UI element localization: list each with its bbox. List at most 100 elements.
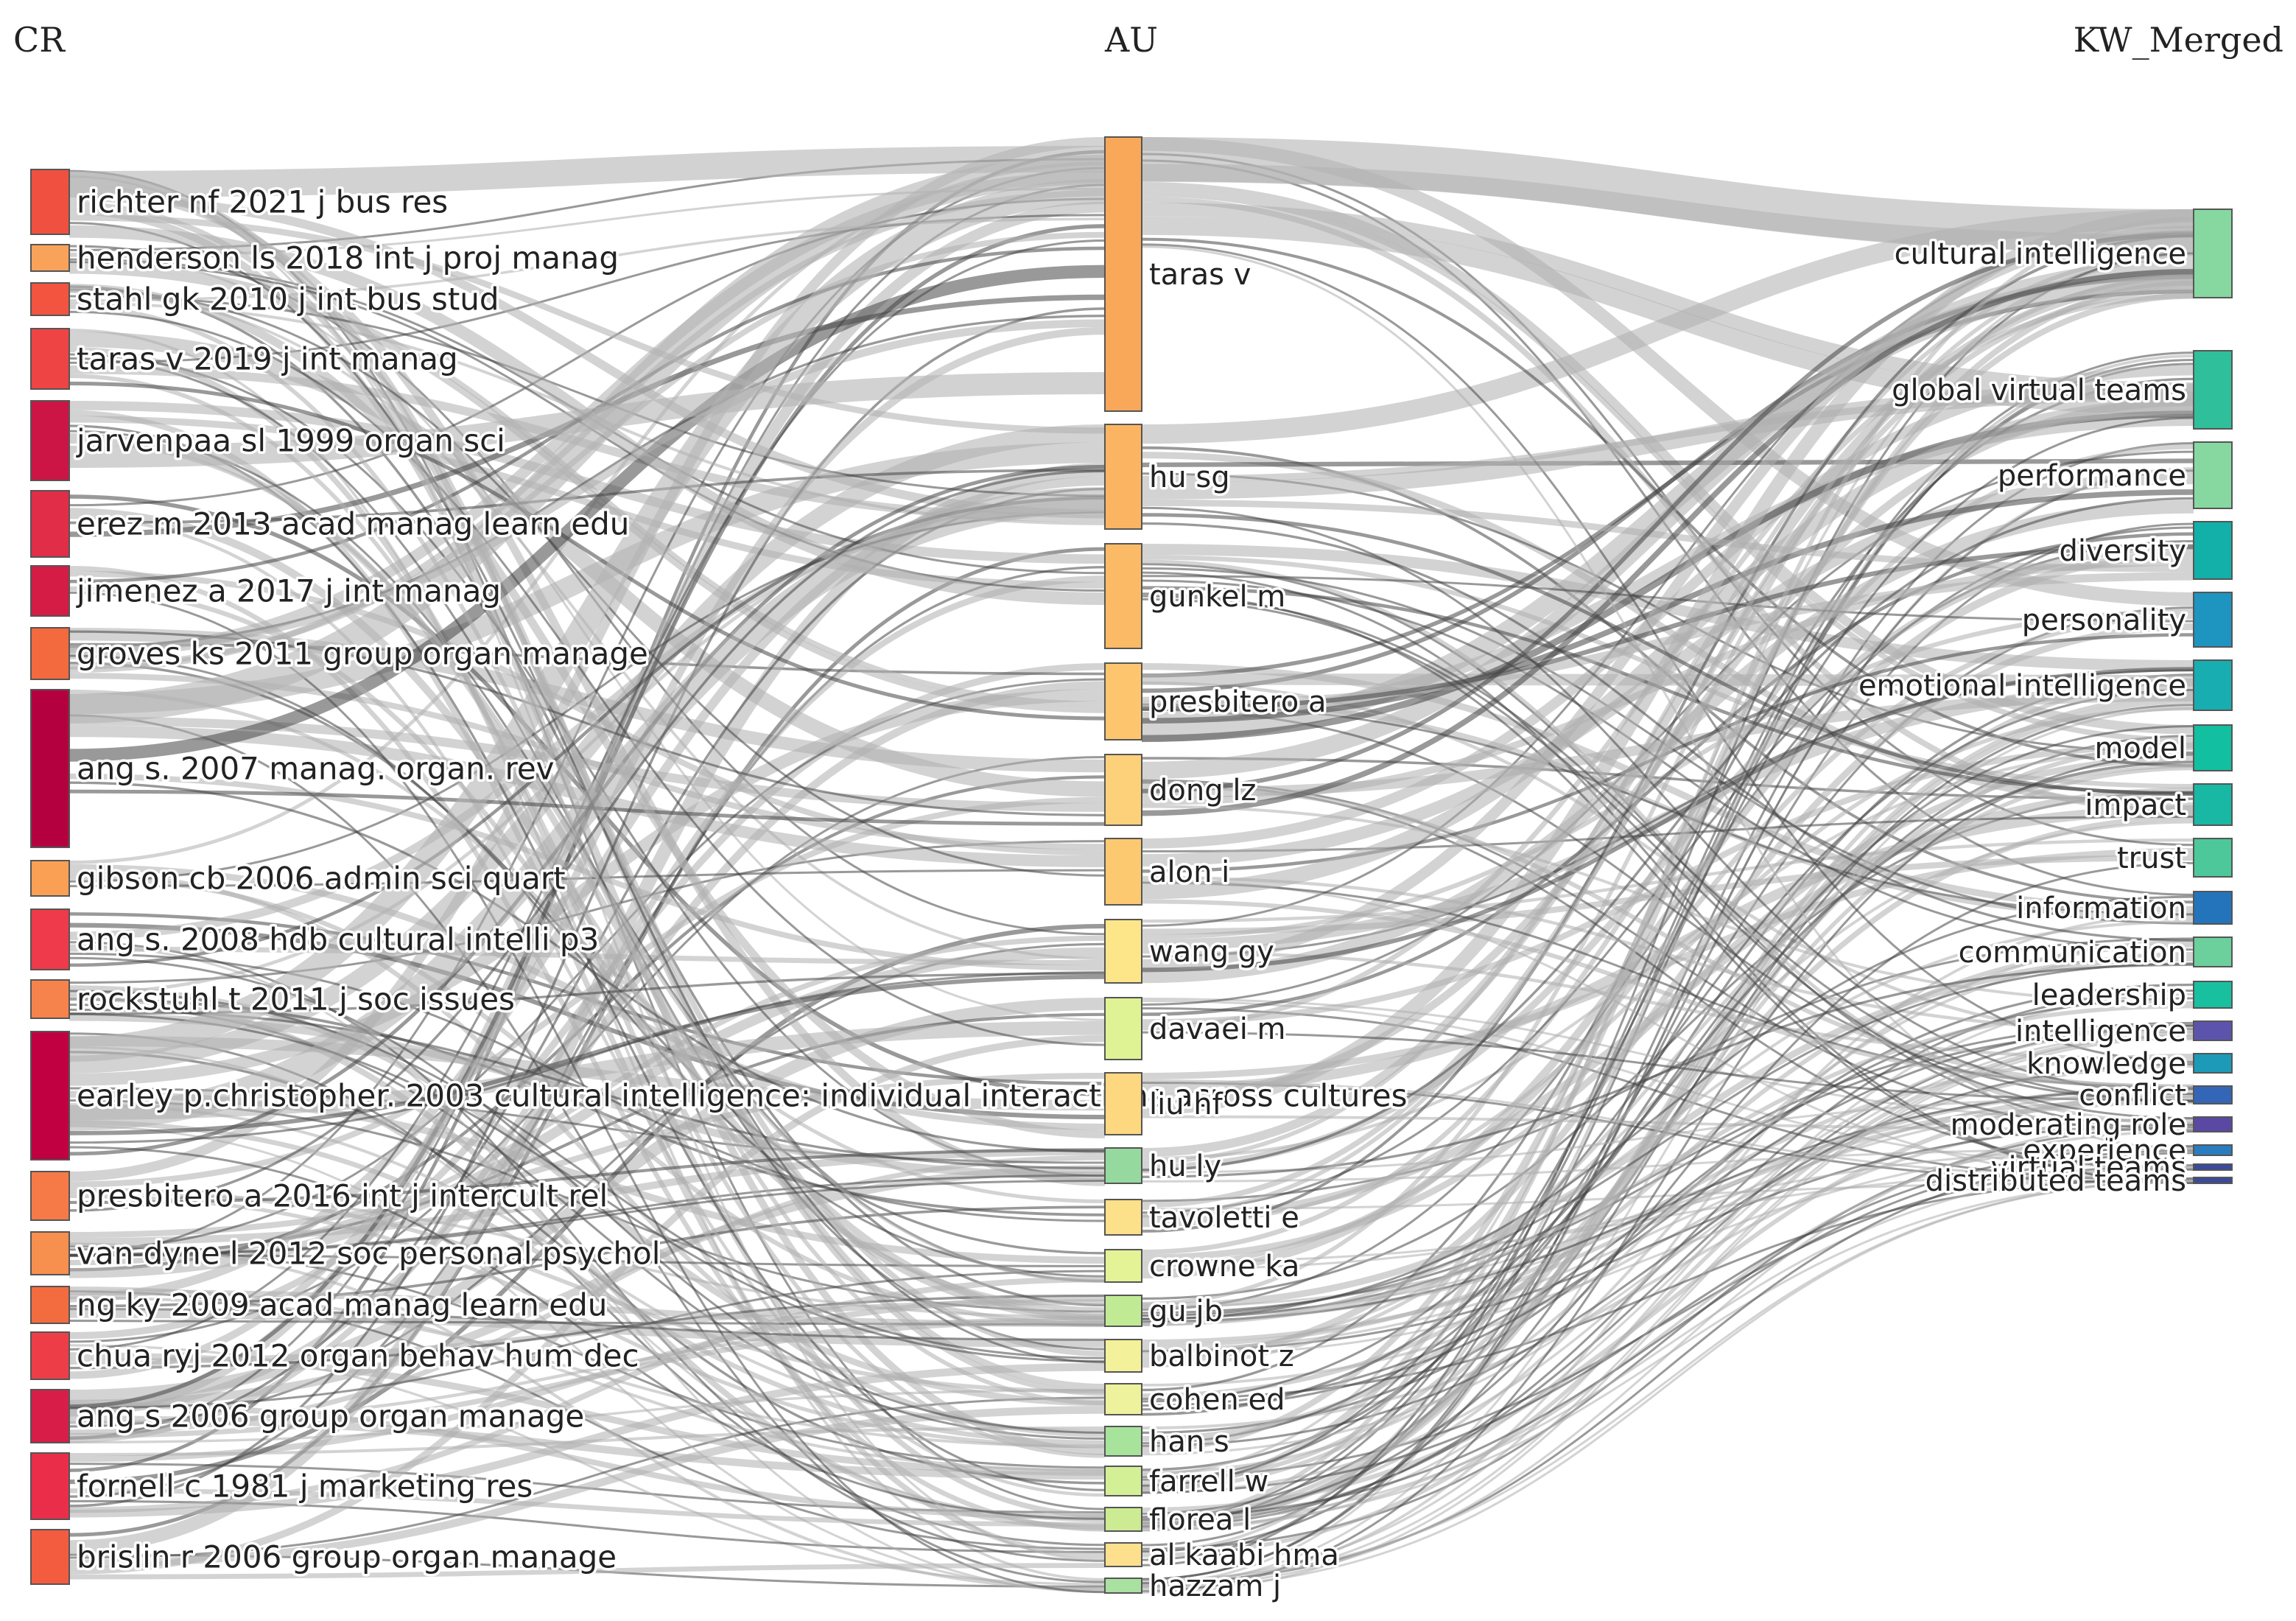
au-kw-link <box>1141 753 2194 1593</box>
au-kw-link <box>1141 1169 2194 1264</box>
au-node-florea-l: florea l <box>1104 1501 1254 1540</box>
au-kw-link <box>1141 1145 2194 1358</box>
node-label: ang s. 2008 hdb cultural intelli p3 <box>77 922 599 958</box>
node-label: davaei m <box>1149 1012 1286 1046</box>
node-label: florea l <box>1149 1503 1251 1537</box>
node-bar <box>2193 1163 2233 1171</box>
node-label: al kaabi hma <box>1149 1538 1339 1572</box>
cr-au-link <box>69 1363 1106 1518</box>
au-node-cohen-ed: cohen ed <box>1104 1381 1288 1420</box>
au-kw-link <box>1141 614 2194 1269</box>
cr-au-link <box>69 439 1106 1284</box>
node-label: global virtual teams <box>1892 374 2186 407</box>
au-kw-link <box>1141 805 2194 1004</box>
kw-node-impact: impact <box>2082 783 2233 826</box>
cr-au-link <box>69 288 1106 877</box>
node-bar <box>2193 838 2233 878</box>
au-kw-link <box>1141 545 2194 711</box>
au-kw-link <box>1141 506 2194 1096</box>
node-bar <box>1104 838 1142 906</box>
au-kw-link <box>1141 1181 2194 1211</box>
au-kw-link <box>1141 1062 2194 1447</box>
node-bar <box>30 689 70 848</box>
node-bar <box>2193 350 2233 430</box>
cr-node-chua-ryj-2012-organ-behav-hum-dec: chua ryj 2012 organ behav hum dec <box>30 1331 642 1380</box>
kw-node-experience: experience <box>2021 1132 2233 1171</box>
kw-node-diversity: diversity <box>2057 521 2233 580</box>
cr-au-link <box>69 331 1106 797</box>
cr-au-link <box>69 864 1106 1130</box>
node-label: earley p.christopher. 2003 cultural inte… <box>77 1078 1407 1114</box>
node-bar <box>1104 1578 1142 1594</box>
au-kw-link <box>1141 497 2194 1172</box>
au-kw-link <box>1141 1088 2194 1323</box>
column-title-cr: CR <box>13 20 66 60</box>
node-bar <box>1104 1339 1142 1373</box>
node-label: hu ly <box>1149 1149 1221 1183</box>
au-kw-link <box>1141 760 2194 1416</box>
node-label: taras v <box>1149 258 1251 292</box>
cr-au-link <box>69 201 1106 1357</box>
node-bar <box>30 328 70 390</box>
au-node-tavoletti-e: tavoletti e <box>1104 1199 1302 1238</box>
au-kw-link <box>1141 1121 2194 1589</box>
node-bar <box>2193 209 2233 298</box>
node-bar <box>1104 424 1142 530</box>
cr-au-link <box>69 1194 1106 1449</box>
au-kw-link <box>1141 963 2194 1178</box>
au-kw-link <box>1141 707 2194 1587</box>
node-bar <box>1104 1295 1142 1327</box>
flow-links <box>69 137 2194 1594</box>
cr-au-link <box>69 643 1106 676</box>
au-kw-link <box>1141 450 2194 1006</box>
node-bar <box>2193 1116 2233 1132</box>
au-node-wang-gy: wang gy <box>1104 919 1277 984</box>
node-label: rockstuhl t 2011 j soc issues <box>77 981 515 1018</box>
au-kw-link <box>1141 1166 2194 1524</box>
au-node-han-s: han s <box>1104 1423 1232 1462</box>
au-kw-link <box>1141 673 2194 687</box>
au-kw-link <box>1141 698 2194 1529</box>
node-label: distributed teams <box>1925 1164 2186 1198</box>
node-bar <box>2193 1177 2233 1184</box>
cr-au-link <box>69 1020 1106 1121</box>
cr-au-link <box>69 217 1106 302</box>
cr-au-link <box>69 192 1106 519</box>
node-bar <box>2193 441 2233 509</box>
cr-node-ang-s-2006-group-organ-manage: ang s 2006 group organ manage <box>30 1389 587 1443</box>
node-bar <box>1104 1507 1142 1532</box>
kw-node-information: information <box>2014 889 2233 928</box>
kw-node-intelligence: intelligence <box>2012 1012 2233 1051</box>
au-kw-link <box>1141 522 2194 942</box>
au-node-davaei-m: davaei m <box>1104 997 1288 1060</box>
node-bar <box>1104 1249 1142 1283</box>
cr-au-link <box>69 1406 1106 1568</box>
cr-au-link <box>69 1034 1106 1575</box>
node-bar <box>2193 724 2233 771</box>
node-bar <box>30 908 70 970</box>
node-bar <box>1104 1466 1142 1496</box>
node-bar <box>2193 891 2233 925</box>
cr-node-stahl-gk-2010-j-int-bus-stud: stahl gk 2010 j int bus stud <box>30 279 502 320</box>
node-label: moderating role <box>1951 1108 2186 1142</box>
au-node-hu-sg: hu sg <box>1104 424 1232 530</box>
cr-au-link <box>69 971 1106 1144</box>
cr-au-link <box>69 1008 1106 1170</box>
node-label: impact <box>2085 788 2186 822</box>
au-kw-link <box>1141 673 2194 1471</box>
node-label: presbitero a <box>1149 685 1326 719</box>
kw-node-communication: communication <box>1956 934 2233 973</box>
cr-au-link <box>69 952 1106 1222</box>
au-kw-link <box>1141 606 2194 1481</box>
au-kw-link <box>1141 513 2194 797</box>
node-bar <box>1104 136 1142 412</box>
node-bar <box>1104 1542 1142 1567</box>
node-bar <box>30 627 70 680</box>
node-bar <box>30 1231 70 1275</box>
cr-node-taras-v-2019-j-int-manag: taras v 2019 j int manag <box>30 328 460 390</box>
node-label: taras v 2019 j int manag <box>77 341 458 377</box>
node-label: ang s 2006 group organ manage <box>77 1398 584 1435</box>
cr-au-link <box>69 310 1106 1046</box>
node-label: erez m 2013 acad manag learn edu <box>77 506 629 542</box>
au-kw-link <box>1141 757 2194 800</box>
